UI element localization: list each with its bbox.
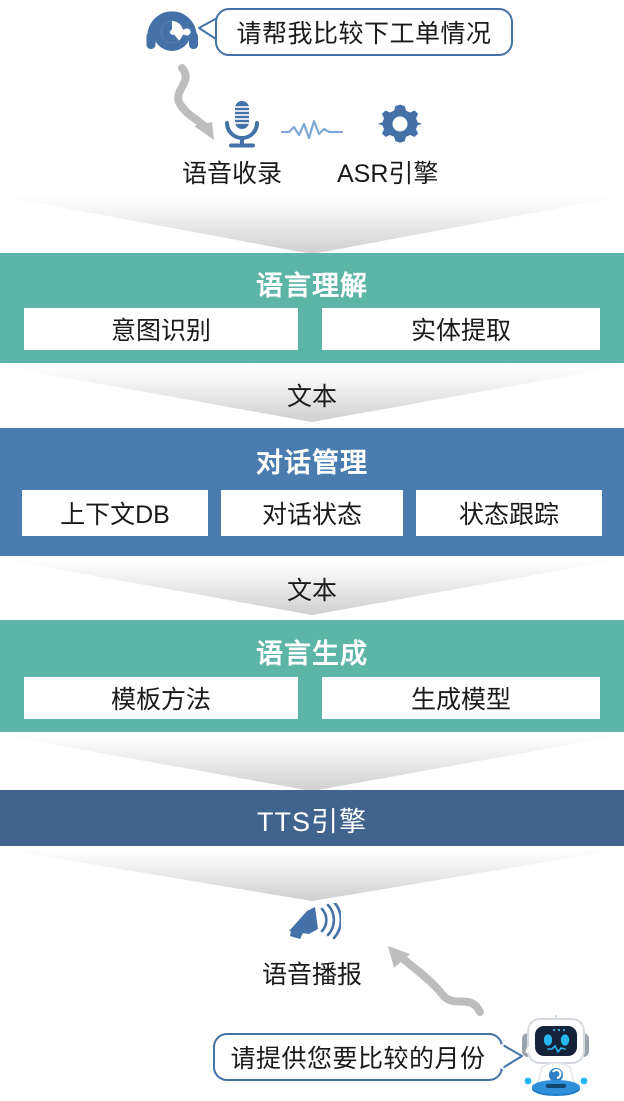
robot-icon: [510, 1015, 610, 1101]
curved-arrow-up-left-icon: [358, 940, 488, 1018]
stage-language-understanding: 语言理解 意图识别 实体提取: [0, 253, 624, 363]
stage-title-dialog-management: 对话管理: [256, 448, 368, 478]
output-label-voice-broadcast: 语音播报: [261, 961, 362, 989]
stage-title-language-understanding: 语言理解: [256, 271, 368, 301]
curved-arrow-down-icon: [156, 62, 248, 154]
audio-waveform-icon: [280, 118, 344, 144]
subbox-entity-extraction[interactable]: 实体提取: [322, 308, 600, 350]
subbox-intent-recognition[interactable]: 意图识别: [24, 308, 298, 350]
connector-chevron-1: [0, 196, 624, 254]
stage-dialog-management: 对话管理 上下文DB 对话状态 状态跟踪: [0, 428, 624, 556]
connector-label-text-2: 文本: [286, 577, 337, 605]
stage-tts-engine: TTS引擎: [0, 790, 624, 846]
megaphone-icon: [285, 900, 343, 945]
connector-chevron-4: [0, 735, 624, 791]
bot-bubble-tail: [499, 1042, 525, 1070]
capture-label-asr: ASR引擎: [337, 160, 439, 188]
bot-speech-bubble: 请提供您要比较的月份: [213, 1033, 503, 1081]
subbox-state-tracking[interactable]: 状态跟踪: [416, 490, 602, 536]
microphone-icon: [222, 100, 262, 148]
user-speech-bubble: 请帮我比较下工单情况: [215, 8, 513, 56]
gear-icon: [377, 102, 423, 146]
stage-language-generation: 语言生成 模板方法 生成模型: [0, 620, 624, 732]
bot-bubble-text: 请提供您要比较的月份: [230, 1045, 486, 1073]
stage-title-language-generation: 语言生成: [256, 639, 368, 669]
subbox-context-db[interactable]: 上下文DB: [22, 490, 208, 536]
subbox-generative-model[interactable]: 生成模型: [322, 677, 600, 719]
user-bubble-text: 请帮我比较下工单情况: [236, 20, 492, 48]
subbox-dialog-state[interactable]: 对话状态: [221, 490, 403, 536]
capture-label-voice: 语音收录: [182, 160, 283, 188]
connector-chevron-5: [0, 849, 624, 901]
headset-icon: [141, 5, 205, 59]
connector-label-text-1: 文本: [286, 383, 337, 411]
stage-title-tts-engine: TTS引擎: [257, 807, 367, 837]
subbox-template-method[interactable]: 模板方法: [24, 677, 298, 719]
